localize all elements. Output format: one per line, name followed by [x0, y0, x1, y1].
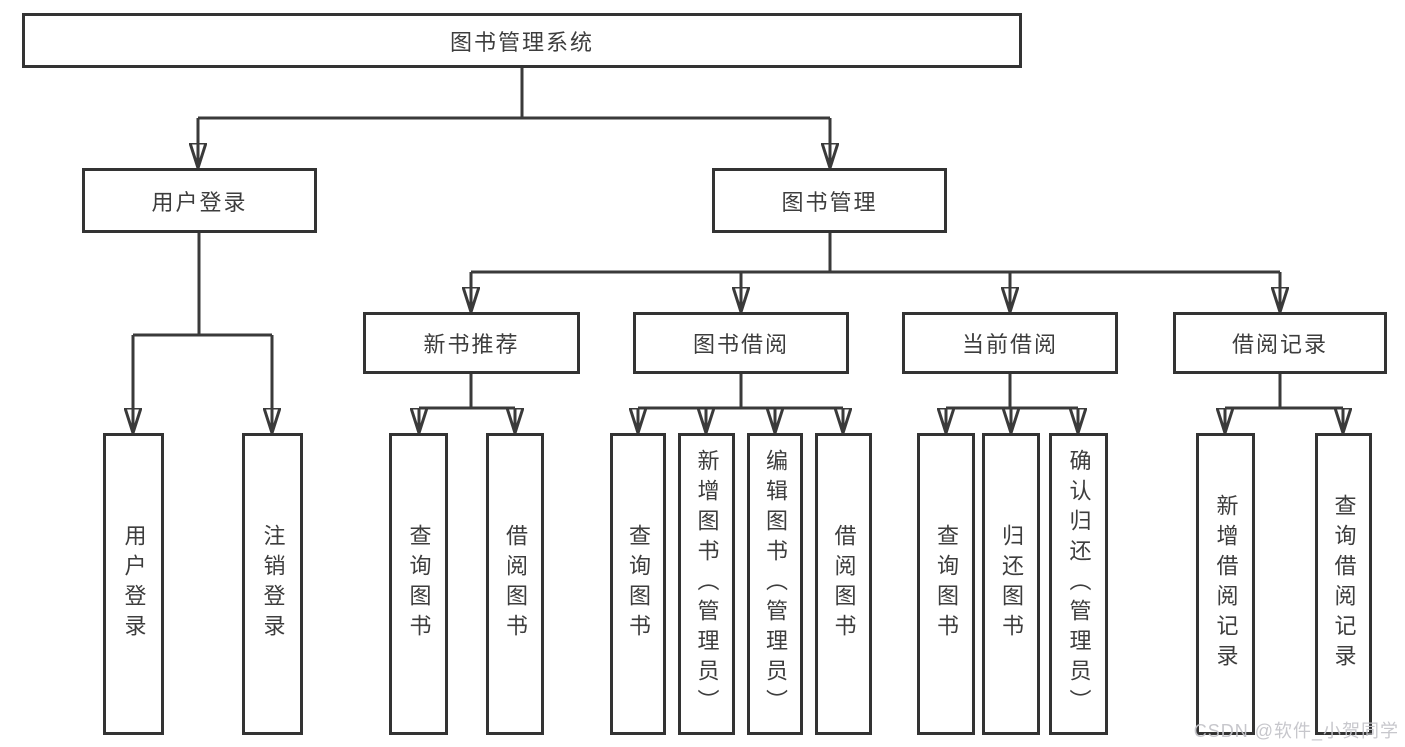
node-label: 查询图书 — [406, 524, 432, 644]
node-label: 图书管理系统 — [449, 29, 594, 55]
node-library-management-system: 图书管理系统 — [22, 13, 1022, 68]
node-label: 图书管理 — [781, 189, 878, 215]
node-label: 当前借阅 — [961, 332, 1058, 357]
node-leaf-return-books: 归还图书 — [982, 433, 1040, 735]
node-book-borrowing: 图书借阅 — [633, 312, 849, 374]
node-leaf-query-books-3: 查询图书 — [917, 433, 975, 735]
node-label: 查询图书 — [934, 524, 959, 644]
node-leaf-user-login: 用户登录 — [103, 433, 164, 735]
node-leaf-add-books-admin: 新增图书（管理员） — [678, 433, 735, 735]
node-leaf-add-borrow-record: 新增借阅记录 — [1196, 433, 1255, 735]
csdn-watermark: CSDN @软件_小贺同学 — [1193, 721, 1399, 741]
node-borrowing-records: 借阅记录 — [1173, 312, 1387, 374]
node-leaf-borrow-books-2: 借阅图书 — [815, 433, 872, 735]
node-user-login: 用户登录 — [82, 168, 317, 233]
node-leaf-confirm-return-admin: 确认归还（管理员） — [1049, 433, 1108, 735]
node-leaf-logout: 注销登录 — [242, 433, 303, 735]
node-label: 用户登录 — [121, 524, 147, 644]
node-new-book-recommend: 新书推荐 — [363, 312, 580, 374]
node-leaf-query-books-2: 查询图书 — [610, 433, 666, 735]
node-label: 借阅图书 — [831, 524, 857, 644]
node-current-borrowing: 当前借阅 — [902, 312, 1118, 374]
node-label: 图书借阅 — [692, 332, 789, 357]
node-label: 借阅记录 — [1231, 332, 1328, 357]
node-label: 查询图书 — [626, 524, 651, 644]
node-label: 新增图书（管理员） — [694, 449, 720, 719]
node-leaf-query-borrow-record: 查询借阅记录 — [1315, 433, 1372, 735]
node-label: 注销登录 — [260, 524, 286, 644]
node-label: 借阅图书 — [503, 524, 528, 644]
node-label: 确认归还（管理员） — [1066, 449, 1092, 719]
node-leaf-borrow-books-1: 借阅图书 — [486, 433, 544, 735]
node-label: 查询借阅记录 — [1331, 494, 1357, 674]
node-label: 新书推荐 — [423, 332, 520, 357]
node-label: 用户登录 — [151, 189, 248, 215]
node-leaf-edit-books-admin: 编辑图书（管理员） — [747, 433, 803, 735]
node-book-management: 图书管理 — [712, 168, 947, 233]
node-leaf-query-books-1: 查询图书 — [389, 433, 448, 735]
node-label: 归还图书 — [999, 524, 1024, 644]
node-label: 新增借阅记录 — [1213, 494, 1239, 674]
node-label: 编辑图书（管理员） — [763, 449, 788, 719]
